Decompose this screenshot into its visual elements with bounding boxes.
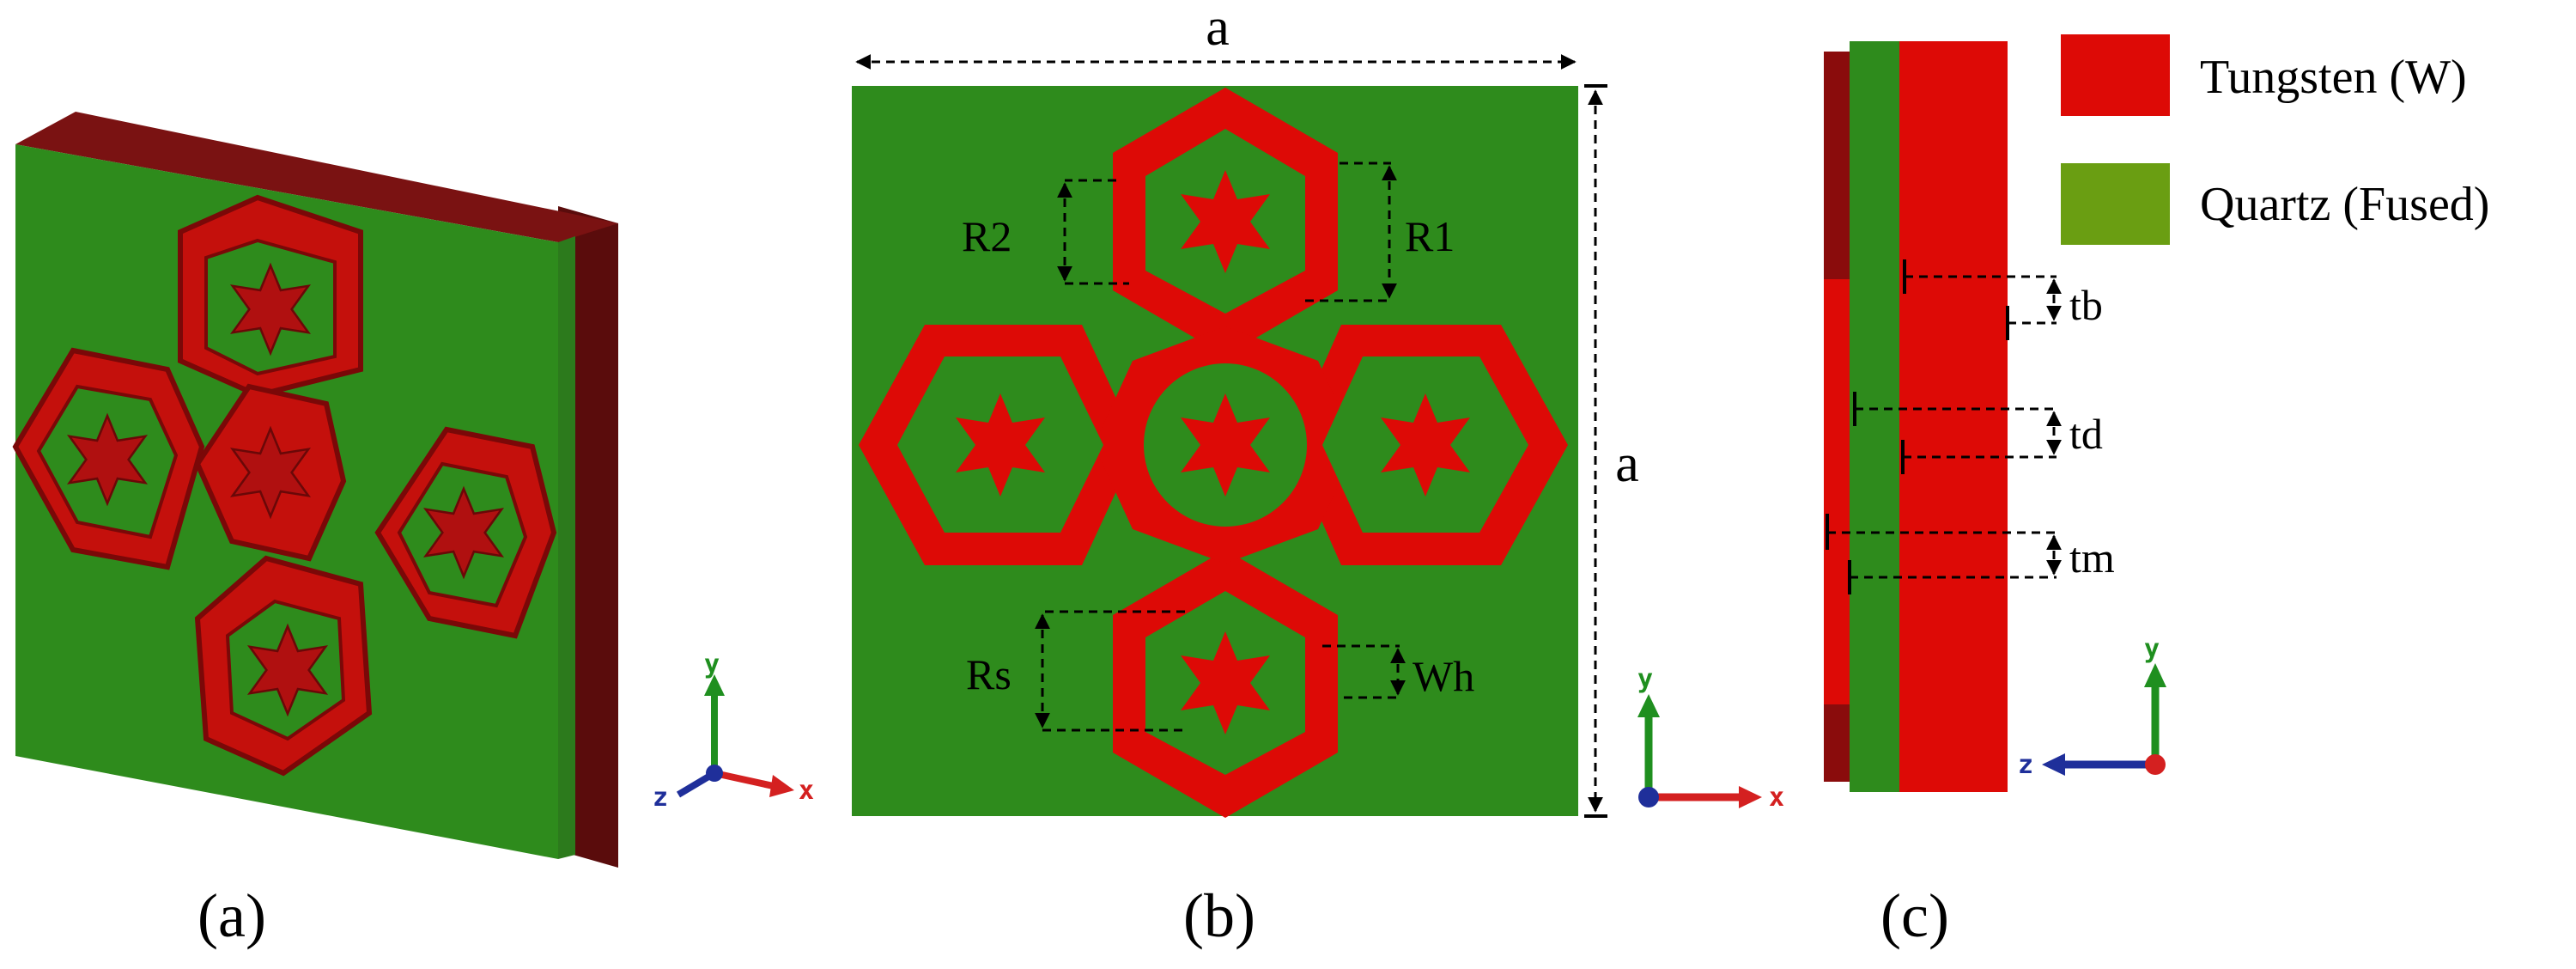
panel-c-label-td: td <box>2069 410 2103 458</box>
panel-b-caption: (b) <box>1183 881 1255 950</box>
panel-b-top-view: a a R2 R1 Rs Wh y x (b) <box>852 0 1784 950</box>
panel-a-axis-z: z <box>653 783 668 813</box>
panel-c-axis-triad: y z <box>2018 634 2166 780</box>
legend-swatch-quartz <box>2061 163 2170 245</box>
legend: Tungsten (W) Quartz (Fused) <box>2061 34 2489 245</box>
panel-c-axis-z: z <box>2018 750 2033 780</box>
panel-c-label-tm: tm <box>2069 533 2115 582</box>
panel-a-caption: (a) <box>197 881 266 950</box>
panel-b-label-wh: Wh <box>1413 652 1474 700</box>
panel-c-quartz-layer <box>1850 41 1899 792</box>
panel-a-axis-triad: y x z <box>653 649 814 813</box>
legend-label-tungsten: Tungsten (W) <box>2200 51 2467 104</box>
panel-c-tungsten-layer <box>1899 41 2008 792</box>
panel-b-label-r1: R1 <box>1405 212 1455 260</box>
panel-b-axis-x: x <box>1769 783 1784 813</box>
panel-b-label-r2: R2 <box>962 212 1012 260</box>
panel-c-label-tb: tb <box>2069 281 2103 329</box>
panel-a-top-edge <box>15 112 618 242</box>
panel-a-side-green <box>558 236 575 859</box>
panel-b-axis-y: y <box>1637 664 1653 694</box>
panel-b-axis-triad: y x <box>1637 664 1784 813</box>
panel-b-label-a-top: a <box>1206 0 1230 57</box>
panel-b-label-rs: Rs <box>966 650 1012 698</box>
panel-b-label-a-side: a <box>1615 435 1639 493</box>
panel-c-caption: (c) <box>1880 881 1949 950</box>
panel-c-side-view: tb td tm y z (c) <box>1824 41 2166 950</box>
legend-label-quartz: Quartz (Fused) <box>2200 178 2489 231</box>
panel-a-axis-x: x <box>799 776 814 806</box>
panel-c-axis-y: y <box>2144 634 2160 664</box>
panel-a-3d-view: y x z (a) <box>12 112 814 950</box>
legend-swatch-tungsten <box>2061 34 2170 116</box>
panel-a-axis-y: y <box>704 649 720 680</box>
